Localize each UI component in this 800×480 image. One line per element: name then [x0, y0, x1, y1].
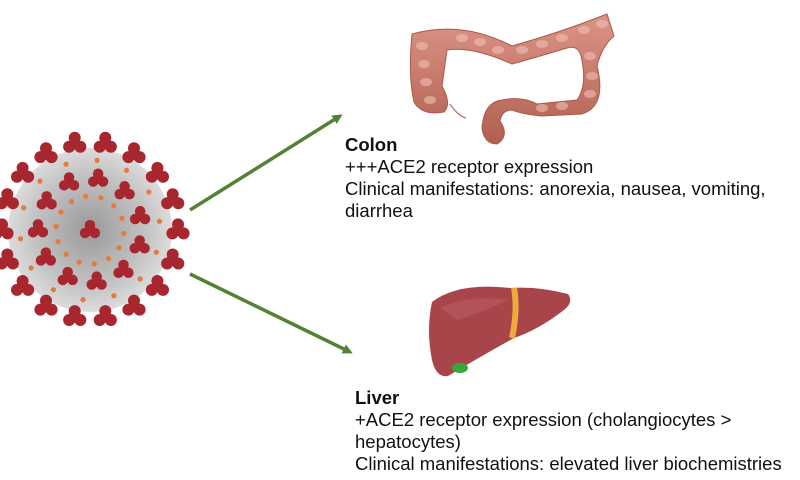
liver-description: Liver +ACE2 receptor expression (cholang…	[355, 387, 782, 475]
virus-spike	[35, 247, 57, 266]
virus-spike	[93, 305, 117, 327]
virus-spike	[63, 305, 87, 327]
virus-spike	[166, 218, 190, 240]
virus-protein	[137, 276, 143, 282]
colon-haustrum	[536, 40, 548, 48]
colon-haustrum	[556, 34, 568, 42]
virus-spike	[10, 274, 35, 296]
arrow-to-colon	[189, 114, 343, 212]
colon-haustrum	[492, 46, 504, 54]
virus-protein	[94, 157, 100, 163]
colon-haustrum	[586, 72, 598, 80]
virus-spike	[34, 142, 58, 164]
virus-protein	[76, 259, 82, 265]
virus-spike	[0, 248, 19, 270]
liver-icon	[429, 286, 571, 377]
virus-protein	[17, 236, 24, 242]
virus-spike	[145, 161, 170, 183]
virus-spike	[161, 188, 185, 210]
virus-protein	[116, 245, 122, 251]
virus-protein	[37, 178, 43, 184]
virus-spike	[161, 248, 185, 270]
virus-protein	[50, 287, 57, 293]
virus-protein	[123, 167, 130, 173]
colon-manifestations-cont: diarrhea	[345, 200, 413, 221]
liver-ace2-cont: hepatocytes)	[355, 431, 461, 452]
virus-protein	[55, 239, 61, 245]
colon-haustra	[416, 20, 608, 112]
virus-spike	[57, 266, 78, 286]
virus-protein	[111, 203, 117, 209]
virus-protein	[21, 205, 27, 211]
virus-spike	[0, 218, 14, 240]
virus-protein	[119, 215, 125, 221]
virus-spike	[114, 181, 135, 200]
virus-spike	[34, 294, 58, 316]
virus-spike	[79, 219, 101, 239]
virus-protein	[98, 195, 104, 201]
colon-icon	[409, 13, 615, 145]
virus-protein	[63, 161, 69, 167]
virus-spike	[129, 235, 150, 254]
virus-spike	[86, 271, 107, 290]
virus-protein	[121, 230, 127, 236]
virus-spike	[63, 131, 87, 153]
virus-protein	[80, 297, 86, 303]
virus-protein	[111, 293, 117, 299]
virus-spike	[122, 294, 146, 316]
colon-haustrum	[424, 96, 436, 104]
colon-haustrum	[536, 104, 548, 112]
virus-spike	[27, 219, 49, 238]
colon-title: Colon	[345, 134, 398, 155]
liver-ace2-line: +ACE2 receptor expression (cholangiocyte…	[355, 409, 732, 430]
colon-haustrum	[584, 90, 596, 98]
colon-haustrum	[578, 26, 590, 34]
virus-spike	[122, 142, 146, 164]
virus-spike	[87, 168, 109, 187]
virus-spike	[93, 131, 117, 153]
virus-protein	[156, 218, 163, 224]
virus-spikes	[0, 131, 190, 327]
virus-spike	[145, 274, 170, 296]
virus-spike	[58, 172, 80, 191]
gallbladder	[452, 363, 468, 373]
virus-protein	[153, 249, 159, 255]
liver-ligament	[509, 287, 519, 339]
arrow-to-liver	[189, 272, 353, 354]
colon-haustrum	[584, 52, 596, 60]
virus-protein	[83, 193, 89, 199]
colon-haustrum	[416, 42, 428, 50]
colon-haustrum	[474, 38, 486, 46]
virus-spike	[129, 205, 151, 225]
virus-protein	[91, 261, 97, 267]
colon-haustrum	[556, 102, 568, 110]
liver-title: Liver	[355, 387, 400, 408]
virus-protein	[53, 224, 59, 230]
virus-spike	[36, 191, 57, 210]
virus-protein	[58, 209, 64, 215]
virus-protein	[146, 189, 152, 195]
colon-description: Colon +++ACE2 receptor expression Clinic…	[345, 134, 766, 222]
colon-haustrum	[516, 46, 528, 54]
virus-spike	[0, 188, 19, 210]
virus-protein	[105, 255, 112, 262]
virus-spike	[113, 259, 134, 278]
virus-spike	[10, 161, 35, 183]
colon-manifestations-line: Clinical manifestations: anorexia, nause…	[345, 178, 766, 199]
colon-ace2-line: +++ACE2 receptor expression	[345, 156, 594, 177]
virus-protein	[63, 251, 69, 257]
virus-protein	[28, 265, 34, 271]
colon-haustrum	[596, 20, 608, 28]
colon-haustrum	[456, 34, 468, 42]
virus-protein	[68, 198, 75, 205]
coronavirus-icon	[0, 131, 190, 327]
colon-haustrum	[420, 78, 432, 86]
liver-manifestations-line: Clinical manifestations: elevated liver …	[355, 453, 782, 474]
colon-haustrum	[418, 60, 430, 68]
